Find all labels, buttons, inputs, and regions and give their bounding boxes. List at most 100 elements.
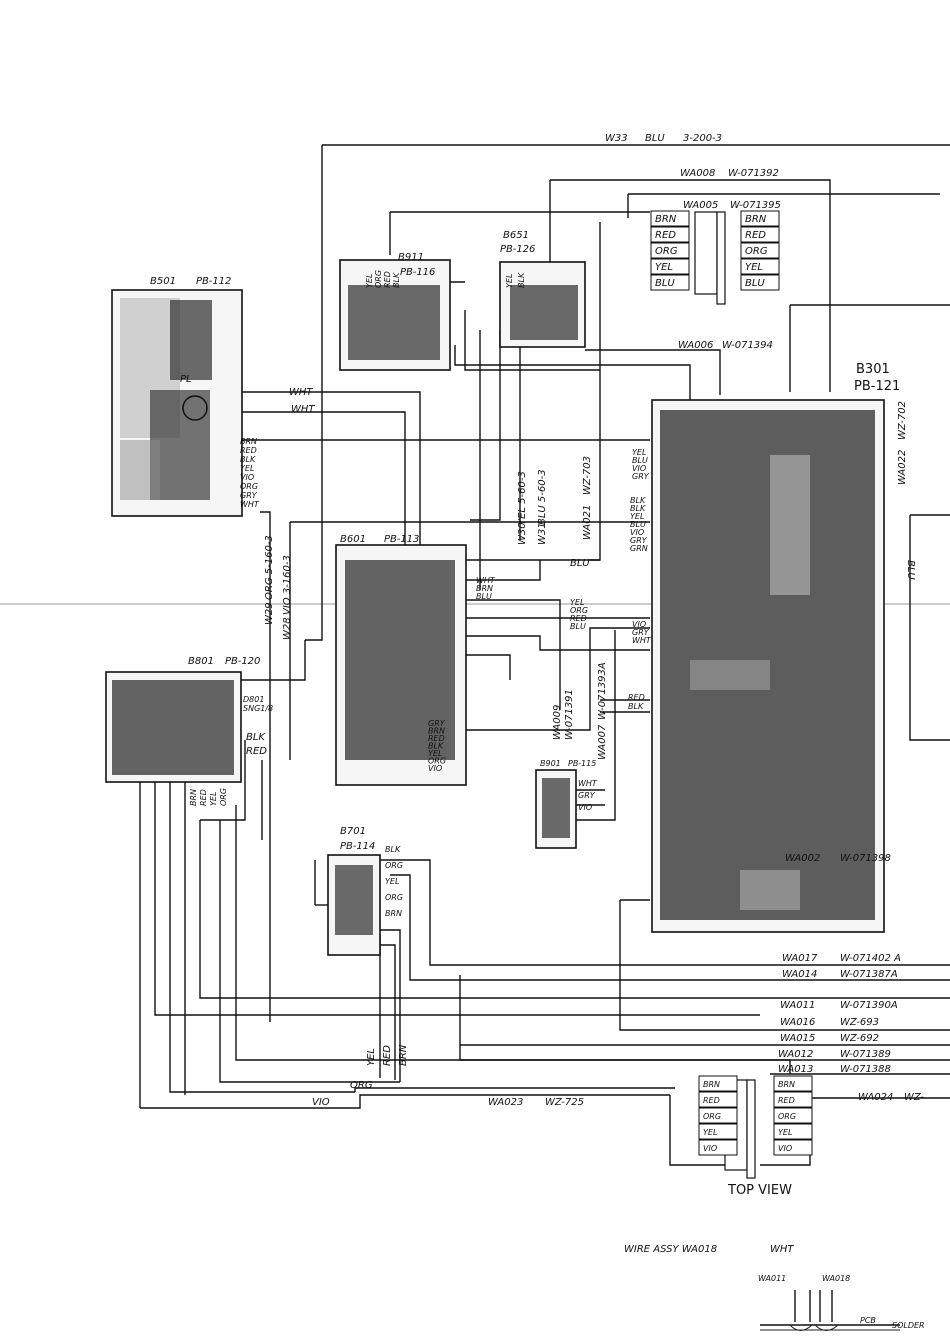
bottom-connector-right-item: BRN xyxy=(778,1080,795,1089)
b801-bottom-wires-item: ORG xyxy=(219,788,228,806)
bottom-connector-left-item: RED xyxy=(703,1096,720,1105)
w33-color-label: BLU xyxy=(645,133,665,144)
b501-wires-item: WHT xyxy=(240,500,260,509)
blk-label-b801: BLK xyxy=(246,732,266,743)
bottom-connector-right-item: VIO xyxy=(778,1144,792,1153)
harness-wires xyxy=(139,144,950,1166)
wa022-part-label: WZ-702 xyxy=(897,401,908,440)
bottom-connector-right-box xyxy=(773,1091,813,1108)
b501-wires-item: BRN xyxy=(240,437,257,446)
wa023-part-label: WZ-725 xyxy=(545,1097,584,1108)
b911-wires-item: BLK xyxy=(392,272,401,288)
wa013-part-label: W-071388 xyxy=(840,1064,891,1075)
b601-part-label: PB-113 xyxy=(384,534,419,545)
bottom-connector-right-box xyxy=(773,1075,813,1092)
w31-label: W31 xyxy=(537,522,548,545)
top-connector-right-item: BLU xyxy=(745,278,765,289)
b301-mid-wires-item: BLK xyxy=(630,504,646,513)
b801-label: B801 xyxy=(188,656,214,667)
top-connector-right-box xyxy=(740,258,780,275)
b501-wires-item: RED xyxy=(240,446,257,455)
wa011-label: WA011 xyxy=(780,1000,815,1011)
b801-bottom-wires-item: YEL xyxy=(209,792,218,806)
b801-part-label: PB-120 xyxy=(225,656,260,667)
b701-part-label: PB-114 xyxy=(340,841,375,852)
b301-mid-wires-item: YEL xyxy=(630,512,644,521)
b701-wires-item: ORG xyxy=(385,893,403,902)
b701-wires-item: ORG xyxy=(385,861,403,870)
w29-detail-label: ORG 5-160-3 xyxy=(264,535,275,600)
wa007-label: WA007 xyxy=(597,724,608,760)
top-connector-right-item: ORG xyxy=(745,246,768,257)
bottom-connector-left-box xyxy=(698,1107,738,1124)
b501-part-label: PB-112 xyxy=(196,276,231,287)
bottom-connector-left-item: VIO xyxy=(703,1144,717,1153)
b801-bottom-wires-item: RED xyxy=(199,789,208,806)
b301-left-wires-item: BLU xyxy=(632,456,648,465)
wa006-label: WA006 xyxy=(678,340,713,351)
wht-label-1: WHT xyxy=(289,387,313,398)
top-connector-left-item: BLU xyxy=(655,278,675,289)
wa006-part-label: W-071394 xyxy=(722,340,773,351)
cable-labels: W33 BLU 3-200-3 WA008 W-071392 WA005 W-0… xyxy=(264,133,924,1108)
b601-bottom-wires-item: ORG xyxy=(428,757,446,766)
b901-part-label: PB-115 xyxy=(568,759,596,768)
b901-wires-item: GRY xyxy=(578,791,596,800)
w29-label: W29 xyxy=(264,602,275,625)
wa002-part-label: W-071398 xyxy=(840,853,891,864)
vio-label-bottom: VIO xyxy=(312,1097,330,1108)
b901-label: B901 xyxy=(540,759,561,768)
b501-pl-label: PL xyxy=(180,374,192,385)
bottom-connector-left-box xyxy=(698,1091,738,1108)
b601-bottom-wires-item: BRN xyxy=(428,727,445,736)
w28-detail-label: VIO 3-160-3 xyxy=(282,555,293,615)
b911-wires-item: ORG xyxy=(374,270,383,288)
wa024-label: WA024 xyxy=(858,1092,893,1103)
bottom-connector-right-box xyxy=(773,1107,813,1124)
b301-low-wires-item: VIO xyxy=(632,620,646,629)
wa015-label: WA015 xyxy=(780,1033,815,1044)
b301-mid-wires-item: GRY xyxy=(630,536,648,545)
b301-red-wires-item: BLK xyxy=(628,702,644,711)
b501-wires-item: GRY xyxy=(240,491,258,500)
wht-label-2: WHT xyxy=(291,404,315,415)
b301-part-label: PB-121 xyxy=(854,379,900,394)
b701-label: B701 xyxy=(340,826,366,837)
wa024-part-label: WZ- xyxy=(904,1092,924,1103)
top-connector-left-box xyxy=(650,258,690,275)
wa017-part-label: W-071402 A xyxy=(840,953,901,964)
b701-wires-item: BLK xyxy=(385,845,401,854)
top-connector-left-item: YEL xyxy=(655,262,673,273)
bottom-connector-right-item: YEL xyxy=(778,1128,792,1137)
b501-label: B501 xyxy=(150,276,176,287)
wa008-part-label: W-071392 xyxy=(728,168,779,179)
b301-left-wires-item: VIO xyxy=(632,464,646,473)
wa002-label: WA002 xyxy=(785,853,820,864)
blu-label-b601: BLU xyxy=(570,558,590,569)
top-connector-left-item: BRN xyxy=(655,214,677,225)
b601-bottom-wires-item: YEL xyxy=(428,749,442,758)
top-connector-housing xyxy=(716,211,726,305)
b301-mid-wires-item: VIO xyxy=(630,528,644,537)
red-label-b801: RED xyxy=(246,746,267,757)
b601-bottom-wires-item: GRY xyxy=(428,719,446,728)
wa021-part-label: WZ-703 xyxy=(582,456,593,495)
wa014-label: WA014 xyxy=(782,969,817,980)
wa008-label: WA008 xyxy=(680,168,715,179)
d801-label: D801 xyxy=(243,695,264,704)
b501-wires-item: VIO xyxy=(240,473,254,482)
b501-wires-item: BLK xyxy=(240,455,256,464)
